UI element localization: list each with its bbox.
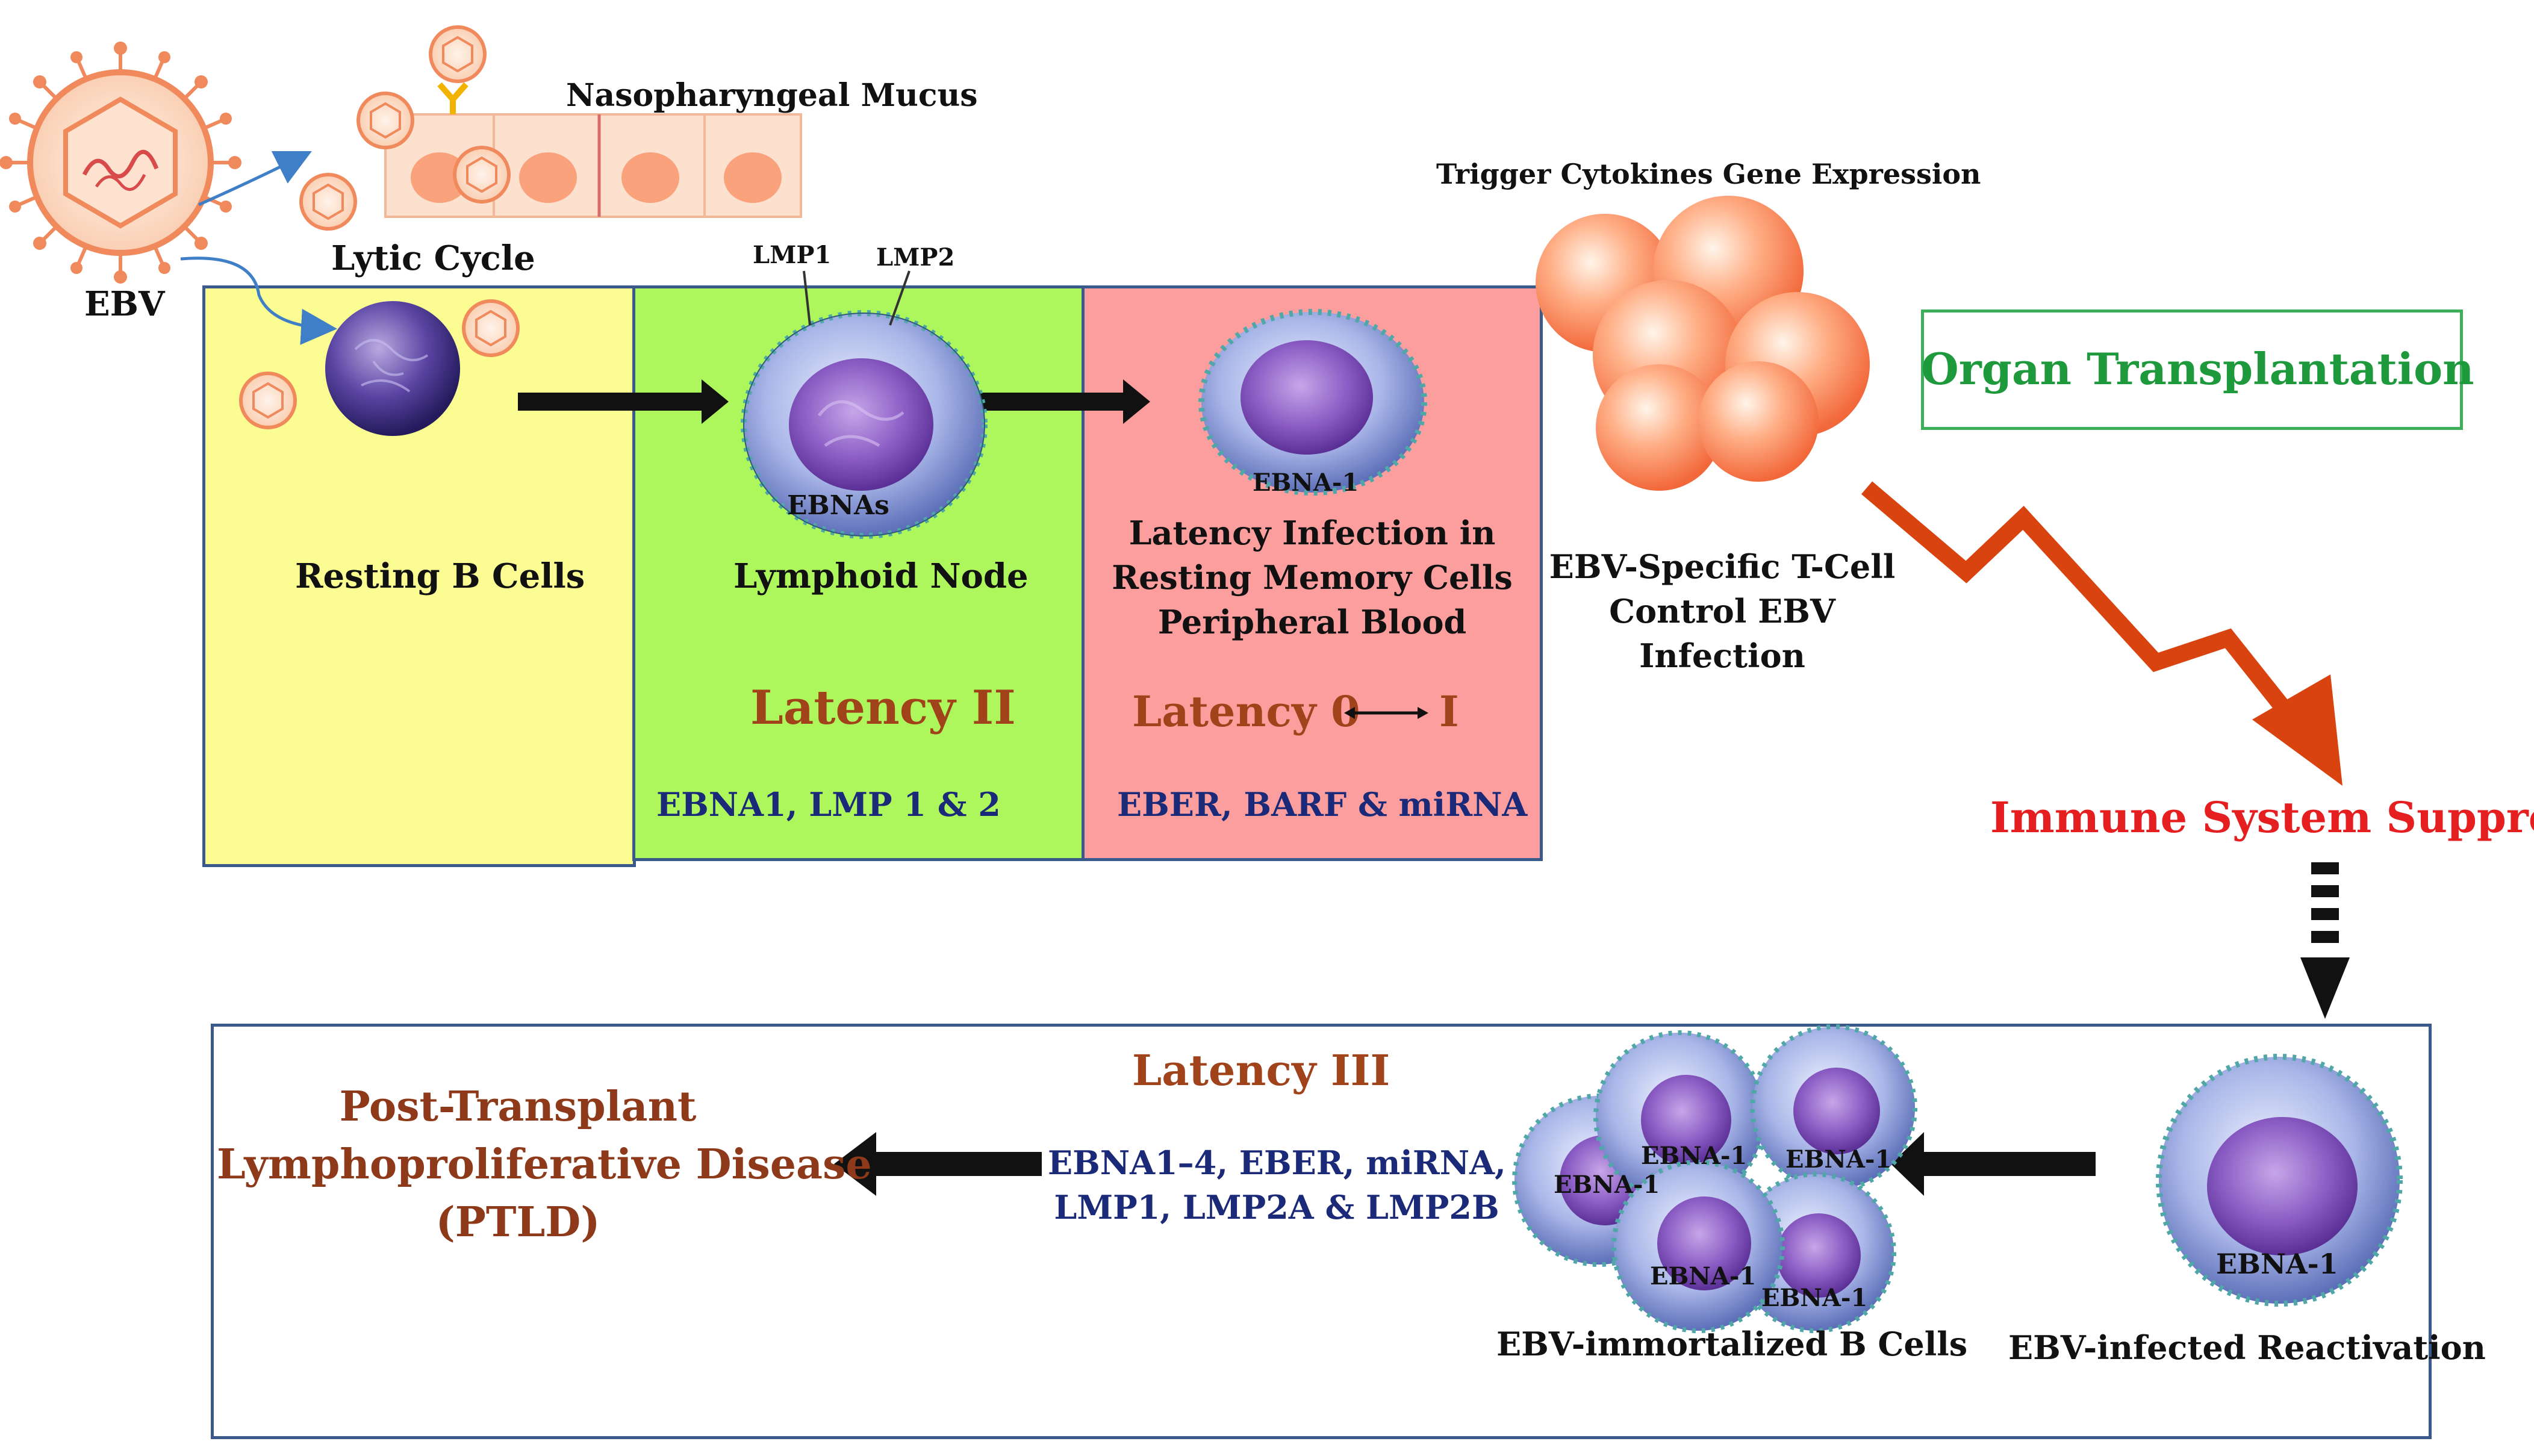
latency-infection-line-3: Peripheral Blood: [1157, 603, 1467, 641]
immortalized-b-cells-icon: [1512, 1024, 1917, 1333]
small-virus-icon: [239, 25, 520, 429]
eber-barf-label: EBER, BARF & miRNA: [1117, 785, 1528, 824]
trigger-cytokines-label: Trigger Cytokines Gene Expression: [1436, 158, 1981, 190]
t-cell-line-3: Infection: [1639, 636, 1805, 675]
latency-iii-label: Latency III: [1132, 1045, 1390, 1095]
cytokine-cluster-icon: [1536, 196, 1870, 491]
cluster-ebna-label-2: EBNA-1: [1785, 1145, 1892, 1174]
latency-iii-genes-line-2: LMP1, LMP2A & LMP2B: [1054, 1188, 1499, 1227]
flow-arrow-bottom-1: [1891, 1132, 2096, 1196]
resting-b-cell-icon: [325, 301, 460, 436]
ebna1-cell-label: EBNA-1: [1253, 468, 1359, 497]
zigzag-arrow-icon: [1861, 481, 2343, 786]
memory-b-cell-icon: [1198, 309, 1427, 496]
lmp1-label: LMP1: [753, 241, 832, 269]
latency-iii-panel: [211, 1024, 2432, 1439]
organ-transplantation-label: Organ Transplantation: [1921, 343, 2474, 394]
lytic-cycle-label: Lytic Cycle: [331, 238, 535, 278]
latency-ii-label: Latency II: [750, 680, 1016, 735]
ebv-virus-icon: [0, 42, 241, 284]
lymphoid-node-label: Lymphoid Node: [733, 556, 1029, 596]
ptld-line-3: (PTLD): [435, 1198, 600, 1246]
cluster-ebna-label-3: EBNA-1: [1554, 1171, 1660, 1199]
latency-infection-label: Latency Infection in Resting Memory Cell…: [1082, 511, 1543, 644]
latency-0-label: Latency 0: [1132, 686, 1360, 736]
flow-arrow-top-1: [518, 379, 729, 424]
reactivation-label: EBV-infected Reactivation: [2008, 1328, 2486, 1367]
latency-iii-genes-label: EBNA1–4, EBER, miRNA, LMP1, LMP2A & LMP2…: [1048, 1140, 1506, 1230]
latency-infection-line-1: Latency Infection in: [1128, 514, 1496, 552]
flow-arrow-bottom-2: [834, 1132, 1042, 1196]
t-cell-label: EBV-Specific T-Cell Control EBV Infectio…: [1530, 544, 1915, 678]
double-arrow-icon: [1344, 706, 1428, 720]
latency-iii-genes-line-1: EBNA1–4, EBER, miRNA,: [1048, 1143, 1506, 1182]
nasopharyngeal-mucus-label: Nasopharyngeal Mucus: [566, 77, 978, 114]
t-cell-line-2: Control EBV: [1609, 592, 1835, 630]
immortalized-label: EBV-immortalized B Cells: [1496, 1325, 1968, 1363]
cluster-ebna-label-5: EBNA-1: [1761, 1284, 1868, 1312]
t-cell-line-1: EBV-Specific T-Cell: [1549, 547, 1896, 586]
ebv-label: EBV: [84, 284, 165, 324]
ptld-label: Post-Transplant Lymphoproliferative Dise…: [217, 1078, 872, 1251]
ptld-line-2: Lymphoproliferative Disease: [217, 1140, 872, 1189]
resting-b-cells-label: Resting B Cells: [295, 556, 585, 596]
latency-i-label: I: [1439, 686, 1459, 736]
organ-transplantation-box: [1921, 310, 2463, 430]
cluster-ebna-label-4: EBNA-1: [1650, 1262, 1757, 1290]
dashed-down-arrow: [2300, 862, 2350, 1019]
latency-infection-line-2: Resting Memory Cells: [1112, 558, 1513, 597]
ptld-line-1: Post-Transplant: [339, 1083, 697, 1131]
ebna-lmp-label: EBNA1, LMP 1 & 2: [656, 785, 1001, 824]
cluster-ebna-label-1: EBNA-1: [1641, 1142, 1748, 1170]
ebnas-label: EBNAs: [787, 490, 889, 521]
immune-suppress-label: Immune System Suppress: [1990, 792, 2534, 842]
lmp2-label: LMP2: [876, 243, 955, 272]
reactivation-b-cell-icon: [2156, 1054, 2403, 1307]
lymphoid-b-cell-icon: [741, 310, 988, 539]
reactivation-ebna-label: EBNA-1: [2216, 1248, 2338, 1280]
